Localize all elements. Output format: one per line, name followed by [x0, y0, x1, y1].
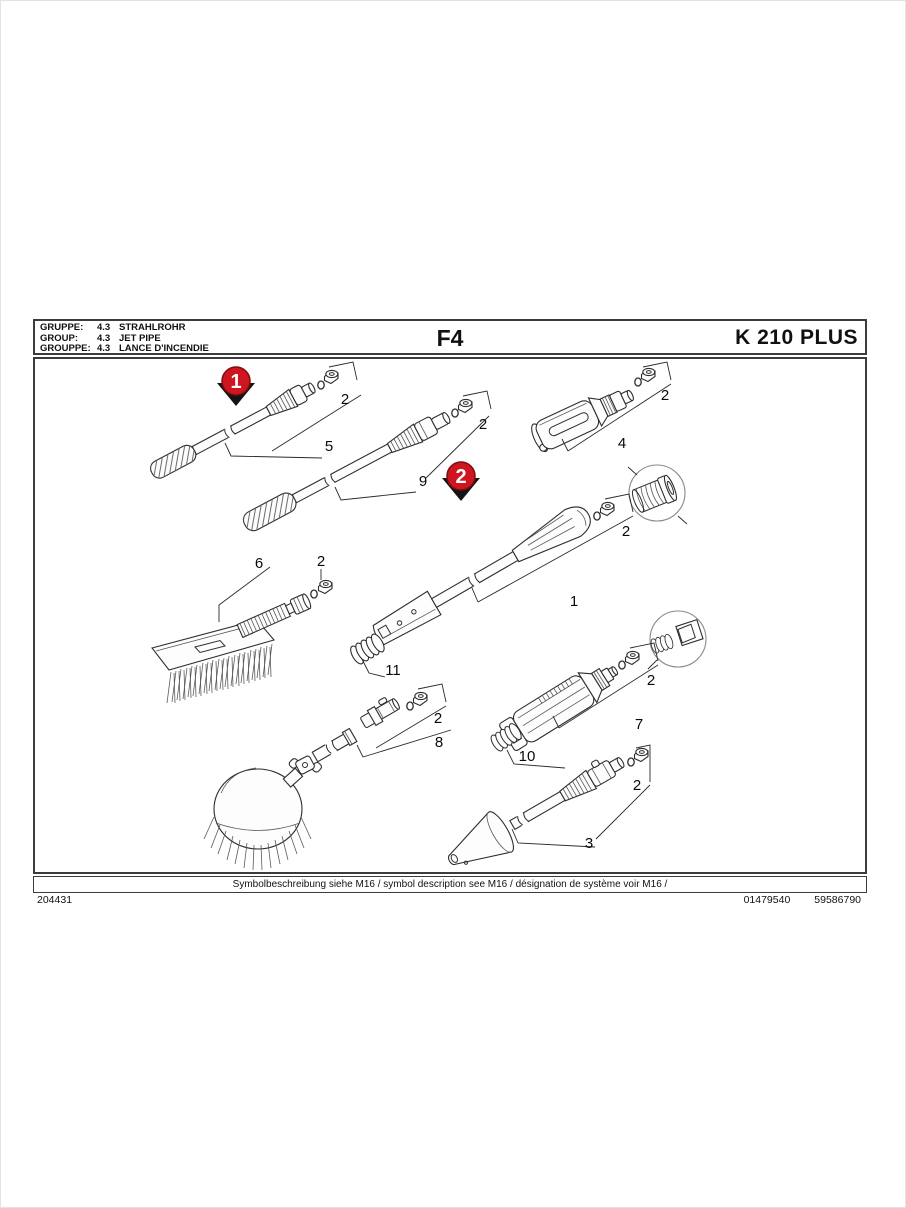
- part-number-5: 5: [224, 438, 333, 459]
- fitting-callout-part8: 2: [375, 683, 447, 749]
- svg-text:8: 8: [435, 734, 443, 751]
- group-row-de: GRUPPE: 4.3 STRAHLROHR: [40, 322, 209, 334]
- part-number-4: 4: [618, 435, 626, 452]
- part-4-vario-lance: [531, 389, 634, 453]
- fitting-callout-part3: 2: [595, 744, 651, 840]
- fitting-number: 2: [633, 777, 641, 794]
- reference-row: 204431 01479540 59586790: [33, 894, 867, 906]
- svg-text:9: 9: [419, 473, 427, 490]
- group-label-en: GROUP:: [40, 332, 78, 344]
- page-code: F4: [436, 325, 464, 351]
- group-rows: GRUPPE: 4.3 STRAHLROHR GROUP: 4.3 JET PI…: [40, 322, 209, 355]
- reference-number-2: 59586790: [814, 894, 861, 906]
- group-name-de: STRAHLROHR: [119, 322, 186, 333]
- part-number-10: 10: [506, 748, 566, 769]
- group-name-fr: LANCE D'INCENDIE: [119, 343, 209, 354]
- fitting-number: 2: [647, 672, 655, 689]
- group-row-en: GROUP: 4.3 JET PIPE: [40, 332, 209, 345]
- svg-text:3: 3: [585, 835, 593, 852]
- part-number-3: 3: [511, 828, 596, 852]
- fitting-number: 2: [479, 416, 487, 433]
- part-number-8: 8: [356, 729, 452, 758]
- part-1-jet-pipe: [372, 506, 591, 646]
- group-code-en: 4.3: [97, 332, 111, 344]
- svg-text:10: 10: [519, 748, 536, 765]
- marker-1-number: 1: [230, 371, 241, 393]
- detail-circle-spring-socket: [647, 610, 707, 670]
- svg-text:1: 1: [570, 593, 578, 610]
- marker-2: 2: [442, 461, 480, 501]
- reference-numbers: 01479540 59586790: [744, 894, 861, 906]
- marker-2-number: 2: [455, 466, 466, 488]
- reference-number-1: 01479540: [743, 894, 791, 906]
- model-name: K 210 PLUS: [735, 326, 858, 349]
- fitting-number: 2: [317, 553, 325, 570]
- group-label-fr: GROUPPE:: [40, 343, 91, 354]
- doc-number: 204431: [37, 894, 73, 906]
- svg-text:6: 6: [255, 555, 263, 572]
- svg-text:7: 7: [635, 716, 643, 733]
- fitting-callout-part7: 2: [552, 642, 659, 729]
- symbol-note-strip: Symbolbeschreibung siehe M16 / symbol de…: [33, 876, 867, 893]
- part-number-7: 7: [635, 716, 643, 733]
- part-9-lance: [242, 411, 451, 532]
- marker-1: 1: [217, 366, 255, 406]
- fitting-callout-part6: 2: [310, 553, 333, 599]
- fitting-callout-part1: 2: [471, 493, 634, 603]
- group-label-de: GRUPPE:: [40, 322, 84, 333]
- part-number-11: 11: [361, 658, 401, 679]
- part-number-1: 1: [570, 593, 578, 610]
- part-number-9: 9: [334, 473, 427, 501]
- group-name-en: JET PIPE: [119, 332, 161, 344]
- svg-text:5: 5: [325, 438, 333, 455]
- part-number-6: 6: [218, 555, 271, 622]
- part-5-lance: [150, 382, 316, 479]
- fitting-number: 2: [661, 387, 669, 404]
- fitting-callout-part4: 2: [561, 361, 672, 452]
- part-6-wash-brush: [151, 593, 312, 704]
- group-code-de: 4.3: [97, 322, 111, 333]
- fitting-callout-part9: 2: [425, 390, 492, 479]
- symbol-note: Symbolbeschreibung siehe M16 / symbol de…: [232, 879, 668, 890]
- fitting-number: 2: [341, 391, 349, 408]
- group-code-fr: 4.3: [97, 343, 111, 354]
- part-8-rotating-brush: [203, 697, 400, 871]
- group-row-fr: GROUPPE: 4.3 LANCE D'INCENDIE: [40, 343, 209, 355]
- part-3-rotary-nozzle: [447, 757, 625, 866]
- fitting-callout-part5: 2: [271, 361, 362, 452]
- detail-circle-coupler: [627, 464, 688, 525]
- header: GRUPPE: 4.3 STRAHLROHR GROUP: 4.3 JET PI…: [33, 319, 867, 355]
- svg-text:11: 11: [385, 662, 401, 679]
- fitting-number: 2: [622, 523, 630, 540]
- svg-text:4: 4: [618, 435, 626, 452]
- fitting-number: 2: [434, 710, 442, 727]
- exploded-diagram: 1 2 2 2 2 2 2: [33, 357, 867, 874]
